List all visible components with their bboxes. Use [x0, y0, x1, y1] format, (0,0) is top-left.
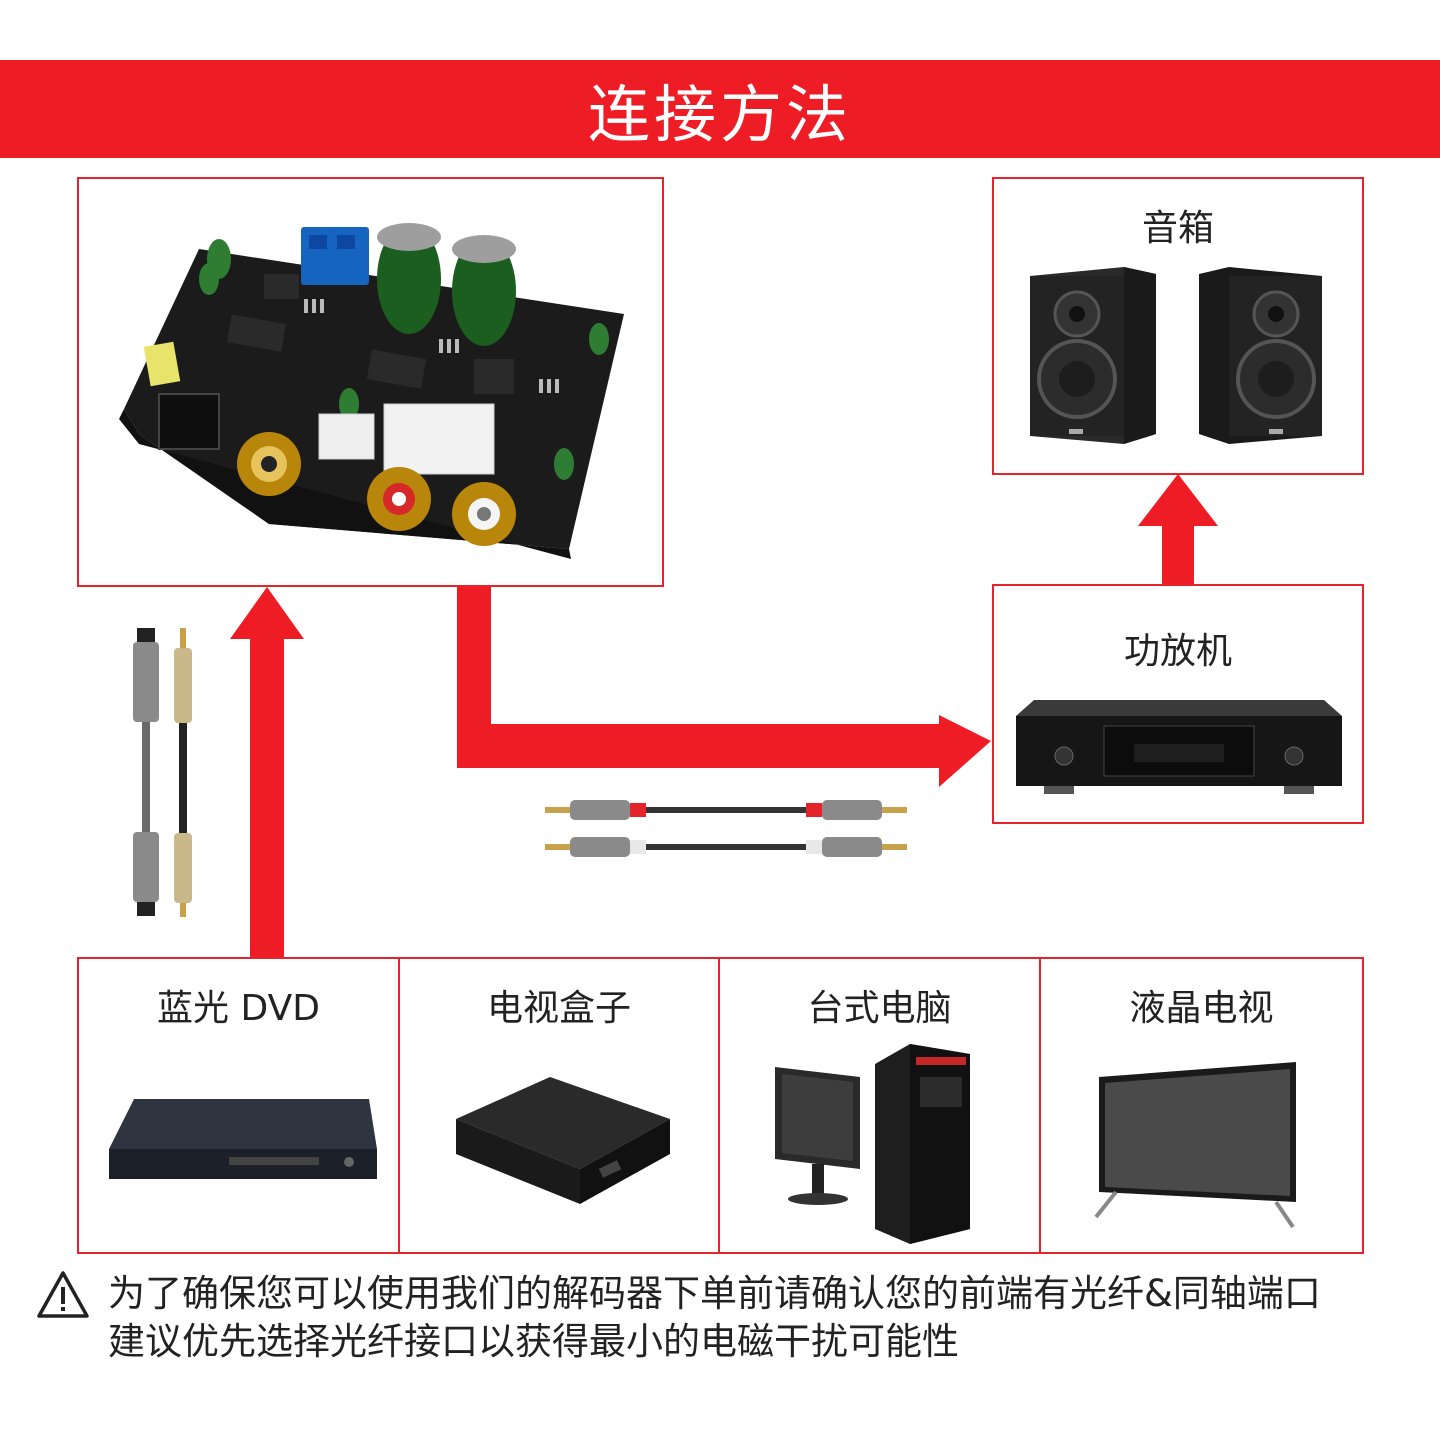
tv-box-image [456, 1077, 670, 1204]
warning-icon [37, 1271, 89, 1318]
source-label-lcdtv: 液晶电视 [1129, 988, 1274, 1029]
source-box-dvd: 蓝光 DVD [77, 957, 400, 1254]
speakers-image [1030, 267, 1322, 444]
optical-coax-cable-image [133, 628, 192, 917]
amplifier-label: 功放机 [1123, 631, 1232, 672]
notice-text: 为了确保您可以使用我们的解码器下单前请确认您的前端有光纤&同轴端口 建议优先选择… [108, 1270, 1428, 1366]
notice-line-1: 为了确保您可以使用我们的解码器下单前请确认您的前端有光纤&同轴端口 [108, 1272, 1321, 1315]
arrow-amp-to-speakers [1138, 474, 1218, 586]
desktop-pc-image [775, 1044, 970, 1244]
lcd-tv-image [1094, 1062, 1296, 1229]
speaker-right [1199, 267, 1322, 444]
arrow-decoder-to-amp [457, 587, 991, 787]
decoder-box [77, 177, 664, 587]
page-title: 连接方法 [0, 60, 1440, 158]
rca-cable-image [545, 800, 907, 857]
source-box-tvbox: 电视盒子 [398, 957, 720, 1254]
speakers-label: 音箱 [1141, 208, 1214, 249]
notice-line-2: 建议优先选择光纤接口以获得最小的电磁干扰可能性 [108, 1320, 959, 1363]
amplifier-box: 功放机 [992, 584, 1364, 824]
decoder-board-image [119, 223, 624, 559]
source-box-desktop: 台式电脑 [718, 957, 1041, 1254]
speaker-left [1030, 267, 1156, 444]
source-label-dvd: 蓝光 DVD [157, 988, 320, 1029]
dvd-player-image [109, 1099, 377, 1179]
source-box-lcdtv: 液晶电视 [1039, 957, 1364, 1254]
speakers-box: 音箱 [992, 177, 1364, 475]
arrow-source-to-decoder [230, 587, 304, 959]
source-label-tvbox: 电视盒子 [486, 988, 631, 1029]
amplifier-image [1016, 700, 1342, 794]
source-label-desktop: 台式电脑 [807, 988, 952, 1029]
